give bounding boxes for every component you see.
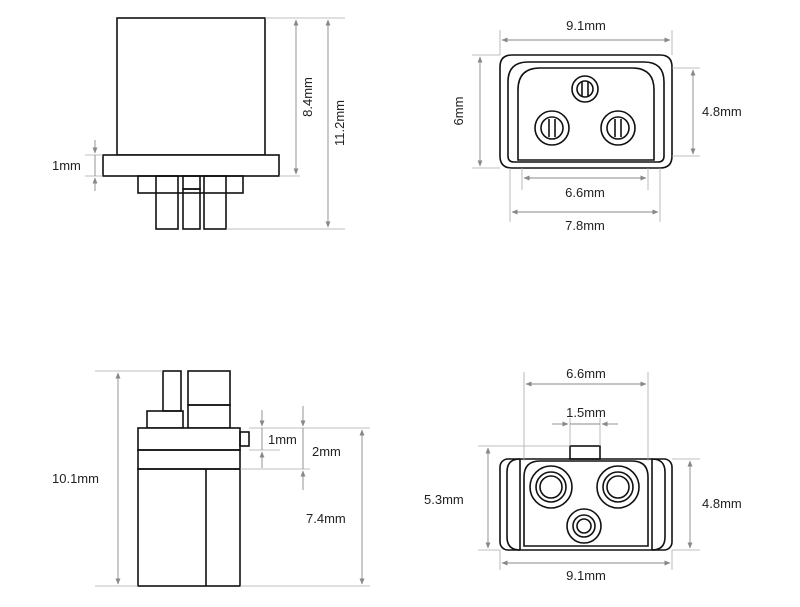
front-top-inner-height-label: 4.8mm <box>702 104 742 119</box>
front-top-width-label: 9.1mm <box>566 18 606 33</box>
side-view-top-dimensions: 8.4mm 11.2mm 1mm <box>52 17 347 230</box>
front-top-base-width-label: 7.8mm <box>565 218 605 233</box>
socket-right <box>596 465 640 509</box>
side-view-top <box>102 17 280 230</box>
front-view-bottom-dimensions: 6.6mm 1.5mm 5.3mm 4.8mm 9.1mm <box>424 366 742 583</box>
pin-top <box>571 75 599 103</box>
front-view-top <box>499 54 673 169</box>
socket-left <box>529 465 573 509</box>
side-bottom-total-label: 10.1mm <box>52 471 99 486</box>
side-top-body-height-label: 8.4mm <box>300 77 315 117</box>
pin-right <box>600 110 636 146</box>
front-top-height-label: 6mm <box>451 97 466 126</box>
front-view-bottom <box>499 445 673 551</box>
front-bottom-top-width-label: 6.6mm <box>566 366 606 381</box>
socket-bottom <box>566 508 602 544</box>
side-view-bottom <box>137 370 250 587</box>
front-view-top-dimensions: 9.1mm 6mm 4.8mm 6.6mm 7.8mm <box>451 18 742 233</box>
side-bottom-flange-label: 1mm <box>268 432 297 447</box>
side-bottom-step-label: 2mm <box>312 444 341 459</box>
side-top-flange-label: 1mm <box>52 158 81 173</box>
front-bottom-inner-height-label: 4.8mm <box>702 496 742 511</box>
side-top-total-height-label: 11.2mm <box>332 100 347 146</box>
front-bottom-width-label: 9.1mm <box>566 568 606 583</box>
front-bottom-tab-label: 1.5mm <box>566 405 606 420</box>
pin-left <box>534 110 570 146</box>
front-top-pin-span-label: 6.6mm <box>565 185 605 200</box>
side-view-bottom-dimensions: 10.1mm 1mm 2mm 7.4mm <box>52 370 370 587</box>
side-bottom-body-label: 7.4mm <box>306 511 346 526</box>
front-bottom-height-label: 5.3mm <box>424 492 464 507</box>
